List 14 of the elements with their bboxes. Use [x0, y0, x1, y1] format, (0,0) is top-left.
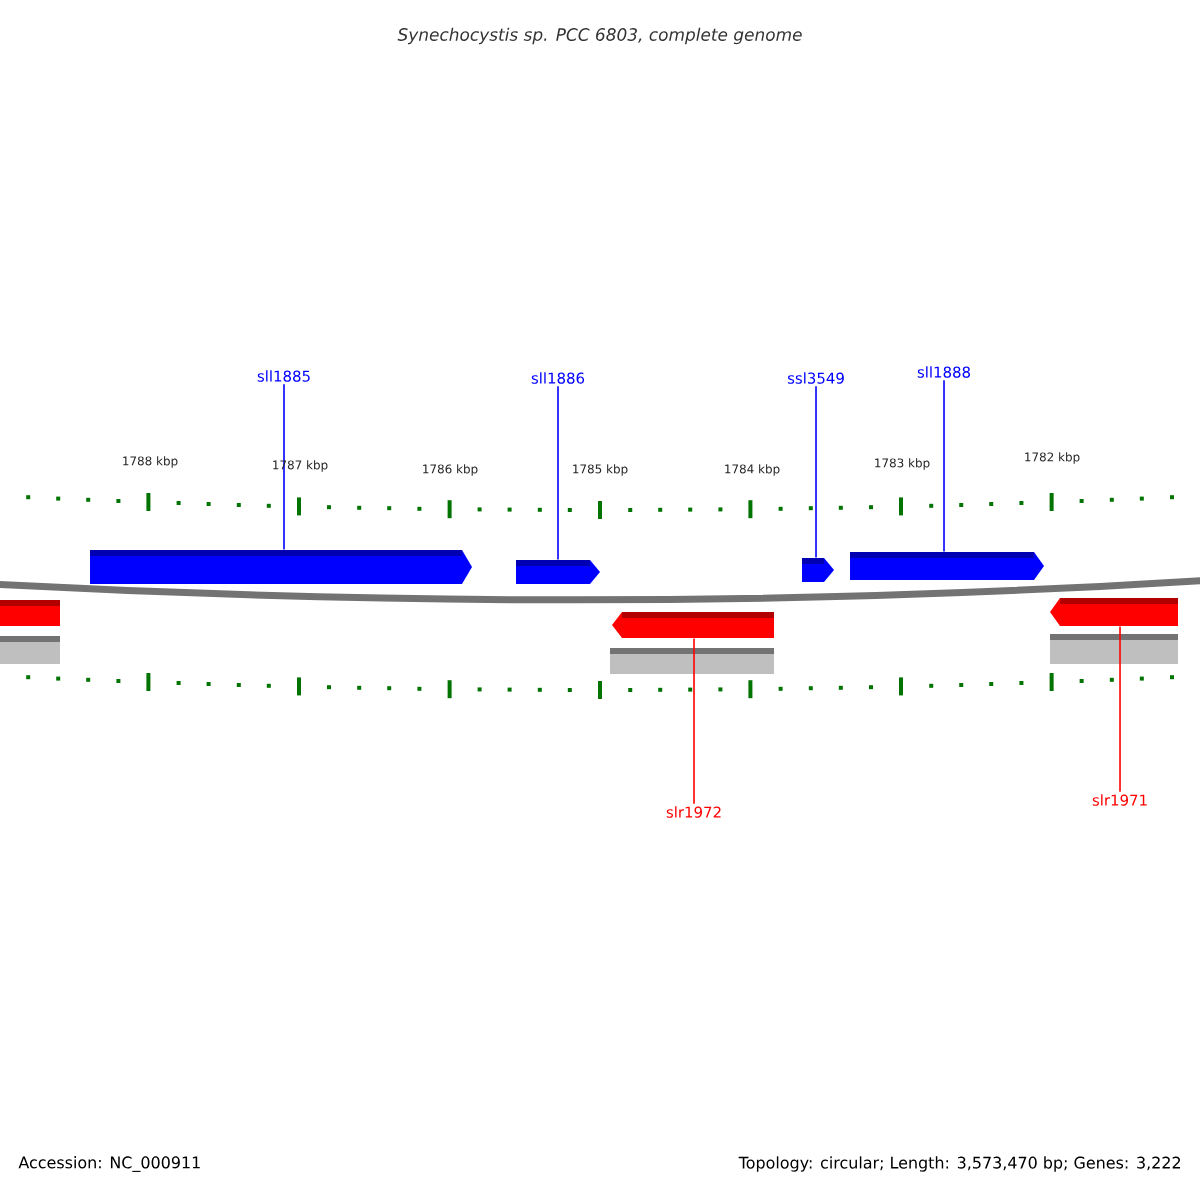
leader-line [943, 379, 945, 553]
gene-feature [0, 600, 60, 626]
gene-feature [802, 558, 834, 582]
gene-feature [90, 550, 472, 584]
leader-line [1119, 625, 1121, 793]
leader-line [693, 637, 695, 805]
gene-feature [516, 560, 600, 584]
gene-feature [612, 612, 774, 638]
gene-feature [1050, 598, 1178, 626]
leader-line [815, 385, 817, 559]
leader-line [557, 385, 559, 561]
leader-line [283, 383, 285, 551]
title: Synechocystis sp. PCC 6803, complete genome [397, 27, 802, 45]
gene-feature [850, 552, 1044, 580]
